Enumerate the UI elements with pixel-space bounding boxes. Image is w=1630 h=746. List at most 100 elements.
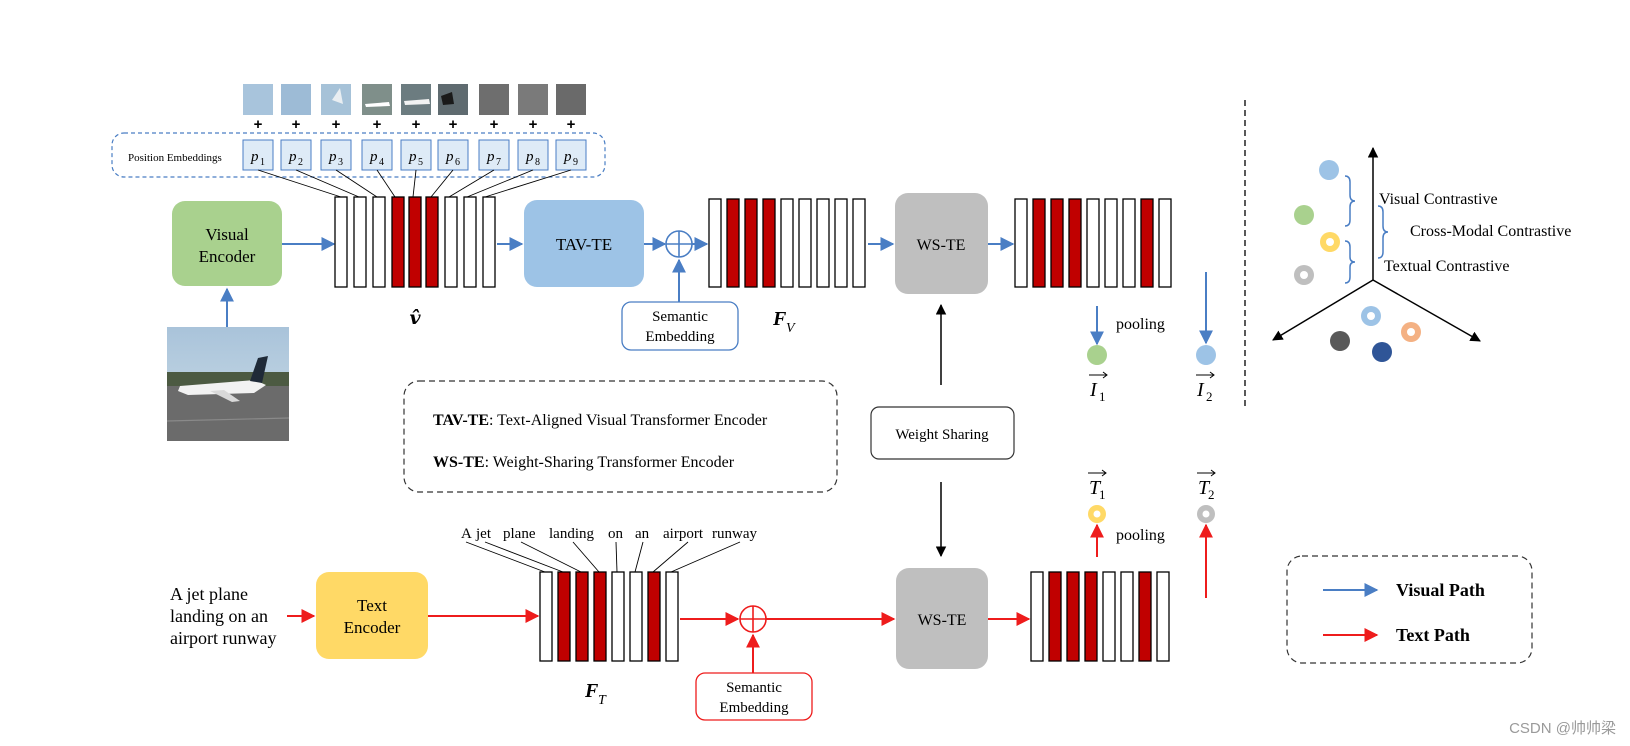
svg-text:T: T xyxy=(1198,477,1211,499)
svg-text:p: p xyxy=(408,149,417,165)
image-patch-9 xyxy=(556,84,586,115)
position-embeddings-label: Position Embeddings xyxy=(128,152,222,164)
fv-tokens xyxy=(708,198,866,288)
svg-text:I: I xyxy=(1089,379,1098,401)
text-input: A jet plane landing on an airport runway xyxy=(170,584,276,648)
svg-text:6: 6 xyxy=(455,157,460,168)
image-patch-2 xyxy=(281,84,311,115)
svg-text:p: p xyxy=(328,149,337,165)
svg-text:p: p xyxy=(486,149,495,165)
svg-text:p: p xyxy=(445,149,454,165)
svg-text:T: T xyxy=(598,693,607,708)
svg-text:3: 3 xyxy=(338,157,343,168)
visual-ws-te-box xyxy=(895,193,988,294)
svg-text:T: T xyxy=(1089,477,1102,499)
image-patch-8 xyxy=(518,84,548,115)
tav-te-label: TAV-TE xyxy=(556,235,612,254)
point-yellow-ring xyxy=(1320,232,1340,252)
position-embeddings-group xyxy=(111,132,606,178)
definitions-box xyxy=(403,380,838,493)
svg-text:landing on an: landing on an xyxy=(170,606,268,626)
text-sum-node xyxy=(739,605,767,633)
svg-text:airport runway: airport runway xyxy=(170,628,276,648)
text-encoder-label: Encoder xyxy=(344,618,401,637)
svg-text:2: 2 xyxy=(298,157,303,168)
plus-signs: + + + + + + + + + xyxy=(254,116,576,133)
visual-encoder-box xyxy=(172,201,282,286)
image-patch-1 xyxy=(243,84,273,115)
t2-label: T 2 xyxy=(1197,469,1216,502)
image-patch-7 xyxy=(479,84,509,115)
svg-text:F: F xyxy=(584,680,599,702)
text-encoder-box xyxy=(316,572,428,659)
ft-label: F T xyxy=(584,680,607,708)
t1-dot xyxy=(1088,505,1106,523)
svg-text:p: p xyxy=(369,149,378,165)
svg-text:F: F xyxy=(772,308,787,330)
ft-tokens xyxy=(539,571,679,662)
svg-text:2: 2 xyxy=(1208,487,1215,502)
svg-text:5: 5 xyxy=(418,157,423,168)
plus-sign: + xyxy=(490,116,499,133)
text-semantic-embedding-label: Embedding xyxy=(719,700,789,716)
t1-label: T 1 xyxy=(1088,469,1107,502)
visual-encoder-label: Encoder xyxy=(199,247,256,266)
i2-dot xyxy=(1196,345,1216,365)
svg-text:TAV-TE: Text-Aligned Visual Tr: TAV-TE: Text-Aligned Visual Transformer … xyxy=(433,412,768,429)
t2-dot xyxy=(1197,505,1215,523)
visual-semantic-embedding-label: Embedding xyxy=(645,329,715,345)
plus-sign: + xyxy=(373,116,382,133)
word-token: an xyxy=(635,526,650,542)
svg-text:9: 9 xyxy=(573,157,578,168)
plus-sign: + xyxy=(529,116,538,133)
input-image xyxy=(166,327,290,441)
svg-text:p: p xyxy=(525,149,534,165)
plus-sign: + xyxy=(254,116,263,133)
plus-sign: + xyxy=(412,116,421,133)
word-token: jet xyxy=(475,526,492,542)
visual-pooling-label: pooling xyxy=(1116,316,1165,333)
word-token: landing xyxy=(549,526,594,542)
fv-label: F V xyxy=(772,308,796,336)
tav-te-box xyxy=(524,200,644,287)
text-pooling-label: pooling xyxy=(1116,527,1165,544)
plus-sign: + xyxy=(449,116,458,133)
point-gray-ring xyxy=(1294,265,1314,285)
word-connectors xyxy=(465,541,741,573)
airplane-shape xyxy=(178,380,266,395)
svg-text:8: 8 xyxy=(535,157,540,168)
text-output-tokens xyxy=(1030,571,1170,662)
ws-te-definition: WS-TE: Weight-Sharing Transformer Encode… xyxy=(433,454,735,471)
contrastive-braces xyxy=(1344,175,1389,284)
visual-contrastive-label: Visual Contrastive xyxy=(1379,191,1498,208)
i1-label: I 1 xyxy=(1089,371,1108,404)
word-token: on xyxy=(608,526,624,542)
point-light-blue xyxy=(1319,160,1339,180)
svg-text:p: p xyxy=(250,149,259,165)
path-legend-box xyxy=(1286,555,1533,664)
visual-encoder-label: Visual xyxy=(205,225,249,244)
i2-label: I 2 xyxy=(1196,371,1215,404)
svg-text:2: 2 xyxy=(1206,389,1213,404)
svg-text:7: 7 xyxy=(496,157,501,168)
svg-text:p: p xyxy=(288,149,297,165)
v-hat-label: 𝒗̂ xyxy=(409,308,421,329)
plus-sign: + xyxy=(332,116,341,133)
visual-sum-node xyxy=(665,230,693,258)
text-semantic-embedding-label: Semantic xyxy=(726,680,782,696)
plus-sign: + xyxy=(567,116,576,133)
point-green xyxy=(1294,205,1314,225)
tav-te-definition: TAV-TE: Text-Aligned Visual Transformer … xyxy=(433,412,768,429)
text-ws-te-label: WS-TE xyxy=(918,612,967,629)
svg-text:I: I xyxy=(1196,379,1205,401)
visual-semantic-embedding-label: Semantic xyxy=(652,309,708,325)
text-encoder-label: Text xyxy=(357,596,387,615)
